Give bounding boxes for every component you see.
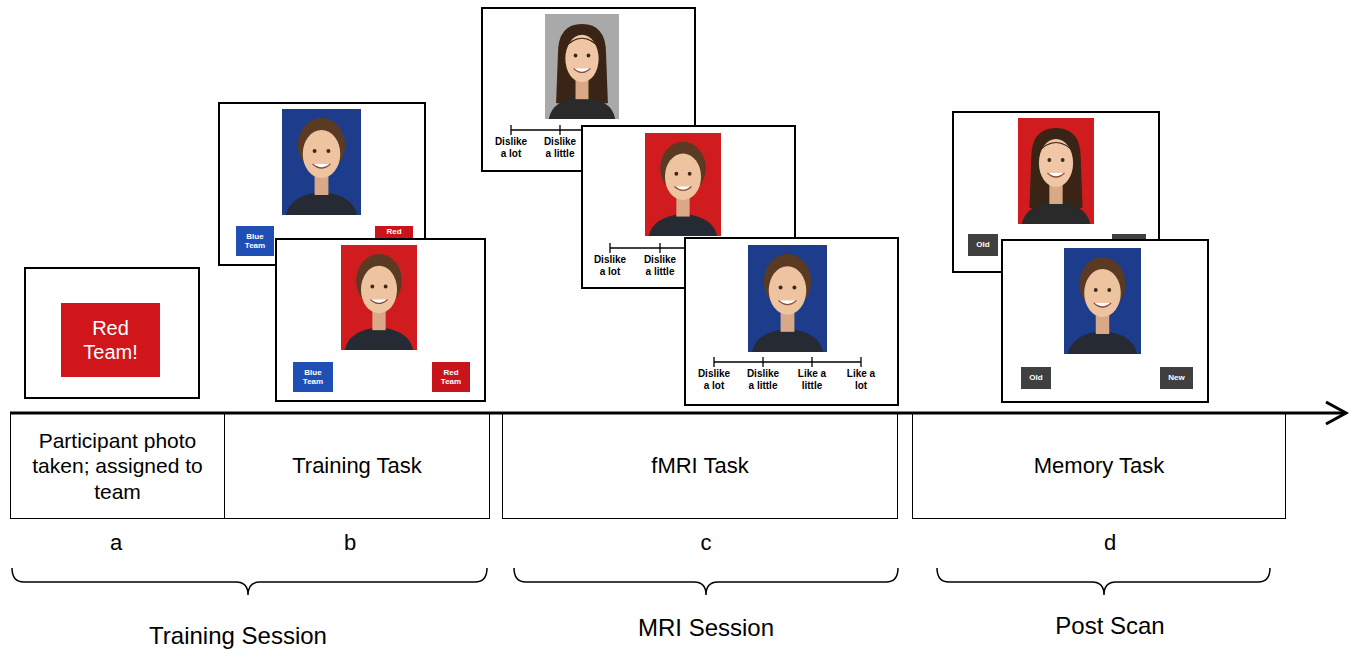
- node-text: Participant photo taken; assigned to tea…: [21, 428, 214, 504]
- stage-box: fMRI Task: [502, 413, 898, 519]
- stage-letter: b: [335, 530, 365, 556]
- scale-label: Dislike a little: [744, 368, 782, 391]
- team-button: Red Team: [432, 362, 470, 392]
- team-button: Blue Team: [293, 362, 333, 392]
- face-photo: [1068, 257, 1137, 354]
- stage-letter: a: [101, 530, 131, 556]
- face-photo: [286, 118, 357, 215]
- screen-frame: [276, 239, 485, 401]
- team-button: Red: [375, 226, 413, 238]
- node-text: Old: [976, 240, 989, 249]
- scale-label: Dislike a lot: [591, 254, 629, 277]
- session-label: Post Scan: [1020, 612, 1200, 640]
- scale-label: Dislike a little: [641, 254, 679, 277]
- scale-label: Like a lot: [842, 368, 880, 391]
- stage-letter: d: [1095, 530, 1125, 556]
- team-button: Blue Team: [236, 226, 274, 256]
- node-text: Blue Team: [238, 232, 272, 250]
- stage-box: Participant photo taken; assigned to tea…: [10, 413, 225, 519]
- face-photo: [1022, 128, 1090, 224]
- node-text: Training Task: [292, 453, 422, 479]
- face-photo: [345, 254, 413, 350]
- rating-scale: [714, 357, 861, 367]
- arrow-head: [1326, 402, 1346, 424]
- session-brace: [12, 568, 1270, 595]
- node-text: New: [1168, 373, 1184, 382]
- photo-background: [341, 245, 417, 350]
- face-photo: [649, 142, 717, 236]
- scale-label: Dislike a little: [541, 136, 579, 159]
- screen-frame: [685, 238, 898, 405]
- session-label: Training Session: [118, 622, 358, 650]
- photo-background: [1064, 248, 1141, 354]
- node-text: Red Team: [434, 368, 468, 386]
- photo-background: [645, 133, 721, 236]
- node-text: Blue Team: [295, 368, 331, 386]
- stage-letter: c: [691, 530, 721, 556]
- face-photo: [752, 254, 823, 352]
- stage-box: Memory Task: [912, 413, 1286, 519]
- response-button: Old: [968, 234, 998, 256]
- node-text: Memory Task: [1034, 453, 1164, 479]
- screen-frame: [1002, 240, 1208, 402]
- team-banner: Red Team!: [61, 303, 160, 377]
- node-text: Red: [386, 227, 401, 236]
- scale-label: Dislike a lot: [695, 368, 733, 391]
- node-text: Red Team!: [69, 316, 152, 364]
- photo-background: [1018, 118, 1094, 224]
- node-text: Old: [1029, 373, 1042, 382]
- response-button: New: [1160, 367, 1193, 389]
- scale-label: Dislike a lot: [492, 136, 530, 159]
- node-text: fMRI Task: [651, 453, 748, 479]
- response-button: Old: [1021, 367, 1051, 389]
- face-photo: [549, 24, 616, 119]
- photo-background: [545, 14, 619, 119]
- stage-box: Training Task: [224, 413, 490, 519]
- screen-frame: [25, 268, 199, 398]
- scale-label: Like a little: [793, 368, 831, 391]
- session-label: MRI Session: [606, 614, 806, 642]
- photo-background: [748, 245, 827, 352]
- photo-background: [282, 109, 361, 215]
